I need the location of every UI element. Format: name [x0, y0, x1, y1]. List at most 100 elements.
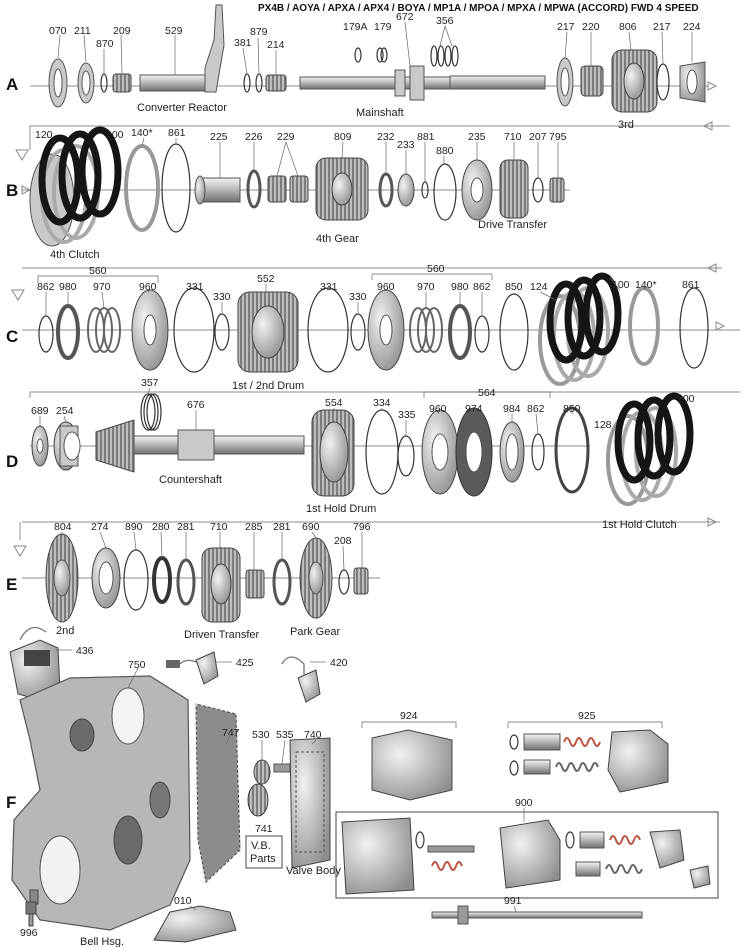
callout-330-a: 330 [213, 291, 231, 303]
row-e-parts [13, 522, 380, 623]
label-vb-parts-line-1: V.B. [251, 840, 271, 852]
row-a-parts [29, 4, 730, 150]
label-valve-body: Valve Body [286, 865, 341, 877]
callout-747: 747 [222, 727, 240, 739]
callout-211: 211 [74, 25, 91, 37]
label-1st-hold-drum: 1st Hold Drum [306, 503, 376, 515]
callout-274: 274 [91, 521, 109, 533]
callout-554: 554 [325, 397, 343, 409]
callout-100-c: 100 [612, 279, 630, 291]
callout-140-star-c: 140* [635, 279, 657, 291]
label-3rd: 3rd [618, 119, 634, 131]
callout-552: 552 [257, 273, 275, 285]
label-4th-clutch: 4th Clutch [50, 249, 100, 261]
callout-529: 529 [165, 25, 183, 37]
callout-710-b: 710 [504, 131, 522, 143]
callout-804: 804 [54, 521, 72, 533]
callout-281-b: 281 [273, 521, 291, 533]
callout-862-b: 862 [473, 281, 491, 293]
callout-331-b: 331 [320, 281, 338, 293]
label-countershaft: Countershaft [159, 474, 222, 486]
callout-010: 010 [174, 895, 192, 907]
label-driven-transfer: Driven Transfer [184, 629, 260, 641]
callout-980-b: 980 [451, 281, 469, 293]
callout-100-d: 100 [677, 393, 695, 405]
callout-996: 996 [20, 927, 38, 939]
callout-217-b: 217 [653, 21, 671, 33]
callout-224: 224 [683, 21, 701, 33]
callout-233: 233 [397, 139, 415, 151]
label-mainshaft: Mainshaft [356, 107, 404, 119]
callout-924: 924 [400, 710, 418, 722]
callout-861: 861 [168, 127, 186, 139]
callout-225: 225 [210, 131, 228, 143]
callout-900: 900 [515, 797, 533, 809]
callout-806: 806 [619, 21, 637, 33]
callout-881: 881 [417, 131, 435, 143]
row-label-a: A [6, 75, 18, 94]
callout-281-a: 281 [177, 521, 195, 533]
callout-420: 420 [330, 657, 348, 669]
callout-331-a: 331 [186, 281, 204, 293]
callout-124: 124 [530, 281, 548, 293]
row-c-parts [11, 272, 740, 398]
diagram-title: PX4B / AOYA / APXA / APX4 / BOYA / MP1A … [258, 3, 699, 14]
callout-217-a: 217 [557, 21, 575, 33]
callout-925: 925 [578, 710, 596, 722]
callout-850-d: 850 [563, 403, 581, 415]
callout-560-b: 560 [427, 263, 445, 275]
label-2nd: 2nd [56, 625, 74, 637]
callout-285: 285 [245, 521, 263, 533]
callout-960-d: 960 [429, 403, 447, 415]
callout-970-a: 970 [93, 281, 111, 293]
callout-530: 530 [252, 729, 270, 741]
callout-254: 254 [56, 405, 74, 417]
callout-280: 280 [152, 521, 170, 533]
row-d-parts [22, 387, 720, 527]
callout-208: 208 [334, 535, 352, 547]
callout-229: 229 [277, 131, 295, 143]
callout-861-c: 861 [682, 279, 700, 291]
callout-140-star: 140* [131, 127, 153, 139]
label-1st-hold-clutch: 1st Hold Clutch [602, 519, 677, 531]
callout-991: 991 [504, 895, 522, 907]
callout-334: 334 [373, 397, 391, 409]
callout-960-a: 960 [139, 281, 157, 293]
row-label-d: D [6, 452, 18, 471]
callout-425: 425 [236, 657, 254, 669]
callout-560-a: 560 [89, 265, 107, 277]
callout-672: 672 [396, 11, 414, 23]
callout-356: 356 [436, 15, 454, 27]
callout-690: 690 [302, 521, 320, 533]
callout-740: 740 [304, 729, 322, 741]
label-vb-parts-line-2: Parts [250, 853, 276, 865]
row-label-f: F [6, 793, 16, 812]
callout-809: 809 [334, 131, 352, 143]
callout-232: 232 [377, 131, 395, 143]
label-converter-reactor: Converter Reactor [137, 102, 227, 114]
callout-960-b: 960 [377, 281, 395, 293]
callout-795: 795 [549, 131, 567, 143]
row-f-parts [9, 626, 719, 943]
label-1st-2nd-drum: 1st / 2nd Drum [232, 380, 304, 392]
label-park-gear: Park Gear [290, 626, 340, 638]
callout-357: 357 [141, 377, 159, 389]
callout-710-e: 710 [210, 521, 228, 533]
row-label-c: C [6, 327, 18, 346]
row-b-parts [15, 126, 722, 273]
callout-689: 689 [31, 405, 49, 417]
label-drive-transfer: Drive Transfer [478, 219, 547, 231]
row-label-b: B [6, 181, 18, 200]
callout-970-b: 970 [417, 281, 435, 293]
callout-564: 564 [478, 387, 496, 399]
callout-974: 974 [465, 403, 483, 415]
callout-879: 879 [250, 26, 268, 38]
callout-179: 179 [374, 21, 392, 33]
callout-436: 436 [76, 645, 94, 657]
callout-850-c: 850 [505, 281, 523, 293]
callout-880: 880 [436, 145, 454, 157]
label-bell-hsg: Bell Hsg. [80, 936, 124, 947]
callout-890: 890 [125, 521, 143, 533]
callout-330-b: 330 [349, 291, 367, 303]
